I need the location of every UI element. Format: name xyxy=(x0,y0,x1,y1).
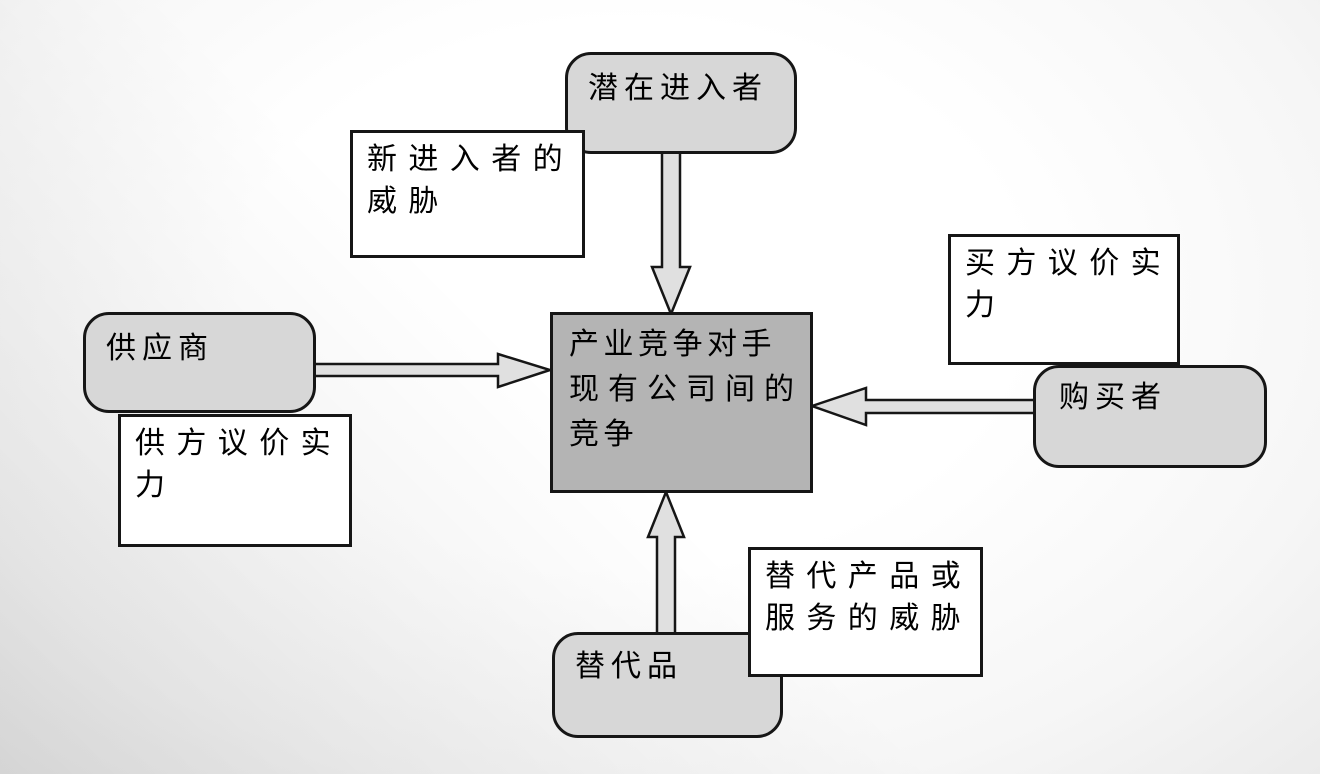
arrow-right-icon xyxy=(312,352,555,389)
node-industry-rivalry-line3: 竞争 xyxy=(569,418,638,451)
annotation-substitutes-threat: 替代产品或 服务的威胁 xyxy=(748,547,983,677)
arrow-left-icon xyxy=(808,386,1040,427)
node-suppliers-label: 供应商 xyxy=(106,332,214,365)
annotation-supplier-bargaining-power: 供方议价实 力 xyxy=(118,414,352,547)
node-industry-rivalry-line2: 现有公司间的 xyxy=(569,373,803,406)
node-buyers-label: 购买者 xyxy=(1059,381,1167,414)
node-substitutes: 替代品 xyxy=(552,632,783,738)
annotation-supplier-bargaining-power-line1: 供方议价实 xyxy=(135,427,342,460)
node-substitutes-label: 替代品 xyxy=(575,650,683,683)
arrow-up-icon xyxy=(646,488,686,636)
annotation-buyer-bargaining-power: 买方议价实 力 xyxy=(948,234,1180,365)
annotation-new-entrants-threat-line2: 威胁 xyxy=(367,185,450,218)
annotation-new-entrants-threat: 新进入者的 威胁 xyxy=(350,130,585,258)
annotation-supplier-bargaining-power-line2: 力 xyxy=(135,469,177,502)
annotation-buyer-bargaining-power-line2: 力 xyxy=(965,289,1007,322)
arrow-down-icon xyxy=(650,149,692,318)
annotation-substitutes-threat-line1: 替代产品或 xyxy=(765,560,972,593)
annotation-buyer-bargaining-power-line1: 买方议价实 xyxy=(965,247,1172,280)
annotation-new-entrants-threat-line1: 新进入者的 xyxy=(367,143,574,176)
node-industry-rivalry-line1: 产业竞争对手 xyxy=(569,328,776,361)
node-potential-entrants-label: 潜在进入者 xyxy=(588,72,768,105)
node-suppliers: 供应商 xyxy=(83,312,316,413)
node-potential-entrants: 潜在进入者 xyxy=(565,52,797,154)
node-buyers: 购买者 xyxy=(1033,365,1267,468)
node-industry-rivalry: 产业竞争对手 现有公司间的 竞争 xyxy=(550,312,813,493)
annotation-substitutes-threat-line2: 服务的威胁 xyxy=(765,602,972,635)
